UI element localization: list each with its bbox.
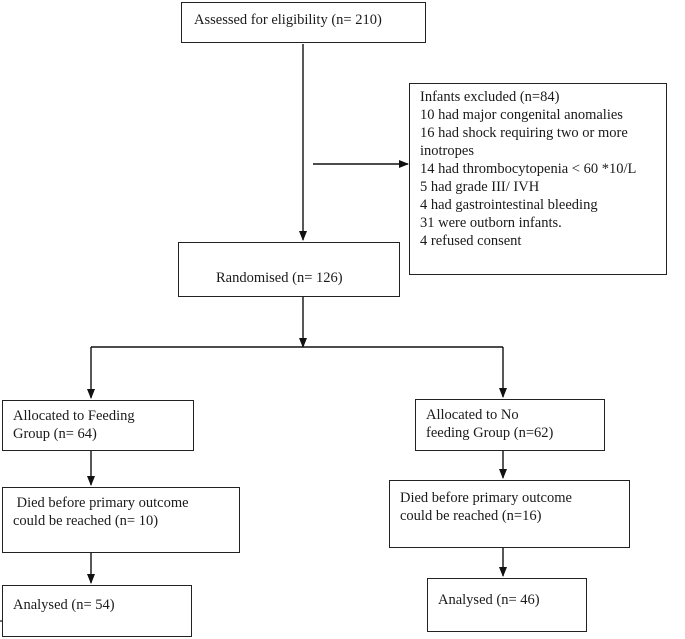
assessed-text: Assessed for eligibility (n= 210) (194, 12, 382, 28)
no-feeding-allocated-line: feeding Group (n=62) (426, 425, 554, 441)
feeding-died-box: Died before primary outcome could be rea… (2, 487, 240, 553)
feeding-analysed-text: Analysed (n= 54) (13, 597, 115, 613)
excluded-title: Infants excluded (n=84) (420, 89, 560, 105)
no-feeding-analysed-box: Analysed (n= 46) (427, 578, 587, 632)
excluded-reason: 5 had grade III/ IVH (420, 179, 540, 195)
assessed-box: Assessed for eligibility (n= 210) (181, 2, 426, 43)
feeding-allocated-box: Allocated to Feeding Group (n= 64) (2, 400, 194, 451)
excluded-box: Infants excluded (n=84) 10 had major con… (409, 83, 667, 275)
feeding-analysed-box: Analysed (n= 54) (2, 585, 192, 637)
excluded-reason: 31 were outborn infants. (420, 215, 562, 231)
excluded-reason: 4 had gastrointestinal bleeding (420, 197, 598, 213)
excluded-reason: inotropes (420, 143, 474, 159)
no-feeding-died-line: could be reached (n=16) (400, 508, 542, 524)
feeding-died-line: Died before primary outcome (13, 495, 189, 511)
excluded-reason: 4 refused consent (420, 233, 522, 249)
no-feeding-analysed-text: Analysed (n= 46) (438, 592, 540, 608)
randomised-text: Randomised (n= 126) (216, 270, 343, 286)
feeding-allocated-line: Allocated to Feeding (13, 408, 135, 424)
no-feeding-died-line: Died before primary outcome (400, 490, 572, 506)
no-feeding-allocated-box: Allocated to No feeding Group (n=62) (415, 399, 605, 451)
randomised-box: Randomised (n= 126) (178, 242, 400, 297)
feeding-died-line: could be reached (n= 10) (13, 513, 159, 529)
excluded-reason: 14 had thrombocytopenia < 60 *10/L (420, 161, 637, 177)
excluded-reason: 16 had shock requiring two or more (420, 125, 628, 141)
excluded-reason: 10 had major congenital anomalies (420, 107, 623, 123)
no-feeding-allocated-line: Allocated to No (426, 407, 519, 423)
feeding-allocated-line: Group (n= 64) (13, 426, 97, 442)
no-feeding-died-box: Died before primary outcome could be rea… (389, 480, 630, 548)
